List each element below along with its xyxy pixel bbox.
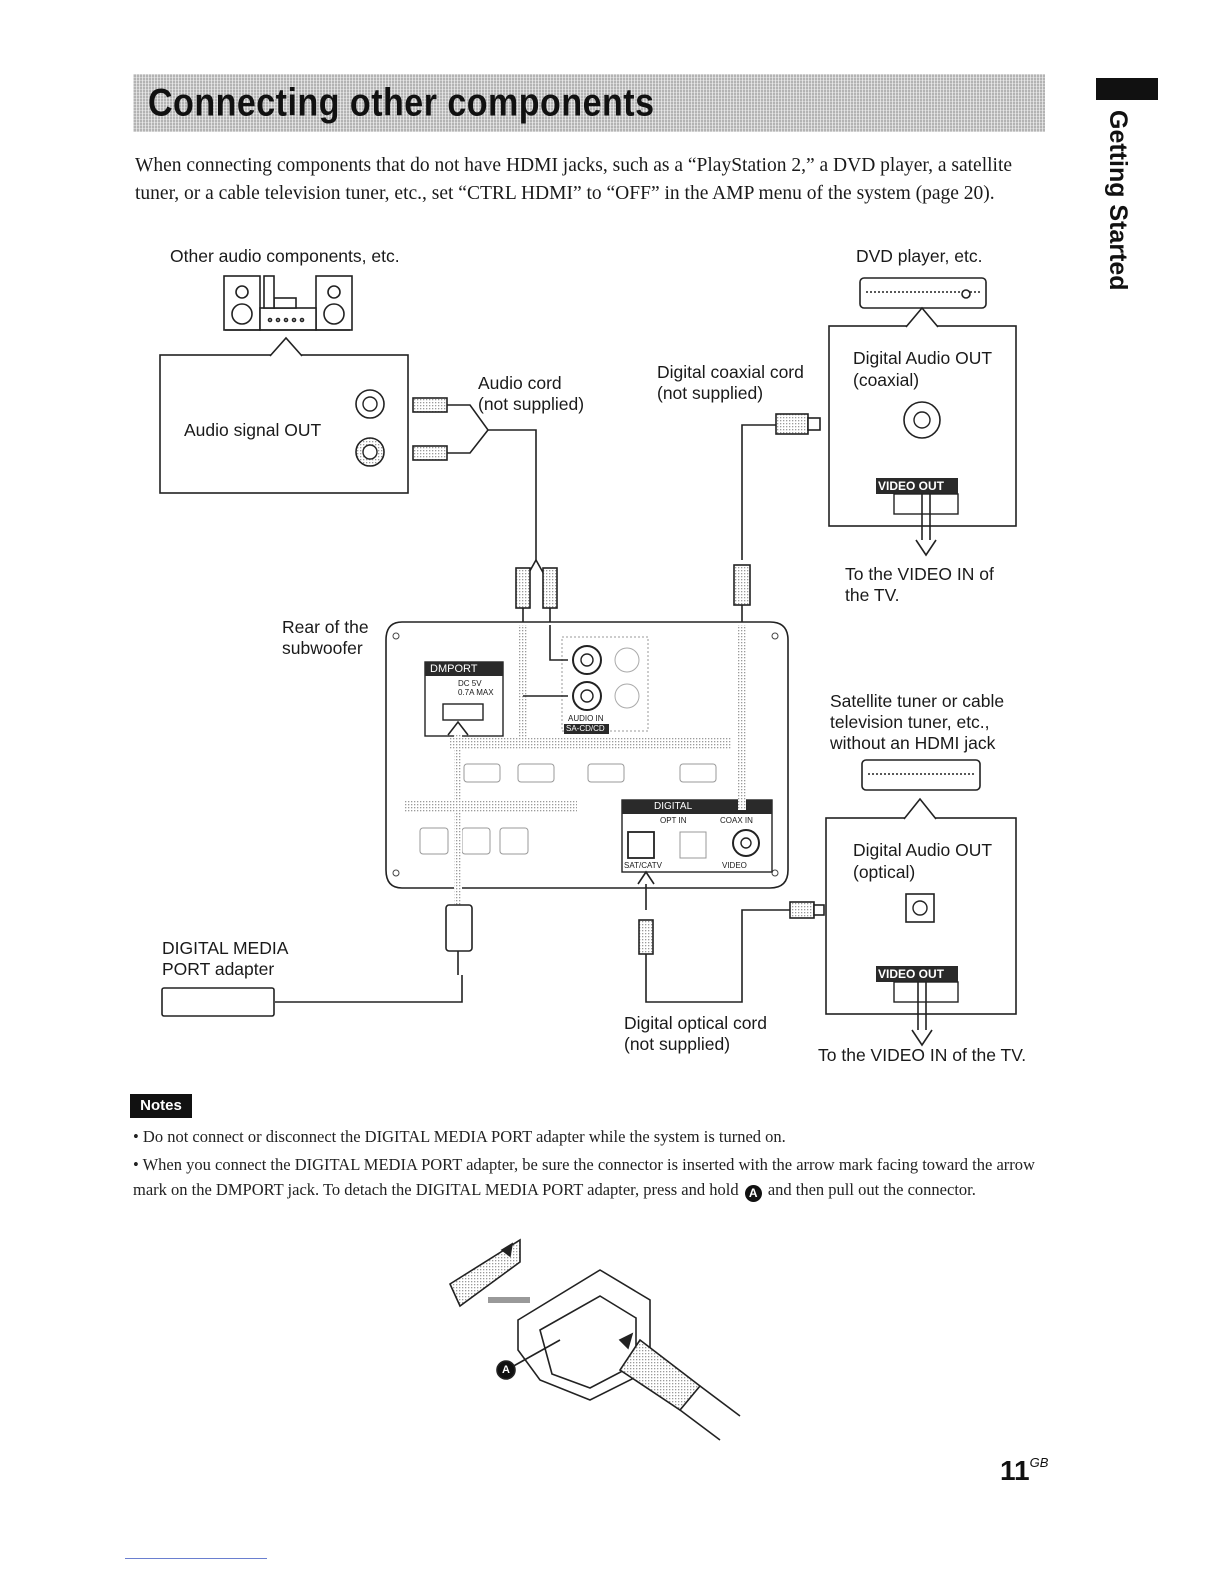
satellite-label-1: Satellite tuner or cable bbox=[830, 691, 1005, 711]
notes-badge: Notes bbox=[130, 1094, 192, 1118]
digital-audio-out-optical-label: Digital Audio OUT bbox=[853, 840, 993, 860]
sa-cd-label: SA-CD/CD bbox=[566, 724, 605, 733]
dmp-adapter-label-1: DIGITAL MEDIA bbox=[162, 938, 289, 958]
side-tab-label: Getting Started bbox=[1104, 110, 1132, 291]
optical-cord-label: Digital optical cord bbox=[624, 1013, 767, 1033]
coax-cord-note: (not supplied) bbox=[657, 383, 764, 403]
audio-cord-note: (not supplied) bbox=[478, 394, 585, 414]
satellite-label-3: without an HDMI jack bbox=[830, 733, 996, 753]
note-item-2: • When you connect the DIGITAL MEDIA POR… bbox=[133, 1152, 1043, 1202]
video-out-badge-2: VIDEO OUT bbox=[878, 967, 945, 981]
audio-cord bbox=[412, 397, 558, 625]
coaxial-cord bbox=[733, 413, 821, 625]
optical-cord-note: (not supplied) bbox=[624, 1034, 731, 1054]
video-label: VIDEO bbox=[722, 861, 747, 870]
rear-label-1: Rear of the bbox=[282, 617, 369, 637]
dmport-spec-1: DC 5V bbox=[458, 679, 482, 688]
dvd-player-label: DVD player, etc. bbox=[856, 246, 983, 266]
coax-cord-label: Digital coaxial cord bbox=[657, 362, 804, 382]
page-number: 11GB bbox=[1000, 1455, 1048, 1487]
connector-detail-illustration bbox=[448, 1238, 741, 1441]
page-title: Connecting other components bbox=[148, 81, 655, 125]
dmp-adapter-label-2: PORT adapter bbox=[162, 959, 275, 979]
to-video-in-1a: To the VIDEO IN of bbox=[845, 564, 994, 584]
tuner-output-box bbox=[825, 797, 1017, 1047]
audio-cord-label: Audio cord bbox=[478, 373, 562, 393]
video-out-badge-1: VIDEO OUT bbox=[878, 479, 945, 493]
dvd-player-icon bbox=[859, 277, 987, 309]
rear-label-2: subwoofer bbox=[282, 638, 363, 658]
subwoofer-rear-panel bbox=[385, 621, 789, 889]
coaxial-label: (coaxial) bbox=[853, 370, 920, 390]
page-suffix: GB bbox=[1029, 1455, 1049, 1470]
audio-in-label: AUDIO IN bbox=[568, 714, 604, 723]
dmp-adapter bbox=[161, 904, 473, 1017]
stereo-system-icon bbox=[223, 275, 353, 331]
sat-catv-label: SAT/CATV bbox=[624, 861, 662, 870]
title-banner bbox=[133, 74, 1045, 132]
callout-a-label: A bbox=[502, 1364, 510, 1376]
page-number-value: 11 bbox=[1000, 1455, 1030, 1486]
optical-label: (optical) bbox=[853, 862, 916, 882]
note-item-1: • Do not connect or disconnect the DIGIT… bbox=[133, 1127, 786, 1146]
intro-paragraph: When connecting components that do not h… bbox=[135, 155, 1013, 204]
optical-cord bbox=[638, 901, 825, 1003]
digital-audio-out-coax-label: Digital Audio OUT bbox=[853, 348, 993, 368]
digital-badge: DIGITAL bbox=[654, 801, 693, 812]
audio-signal-out-label: Audio signal OUT bbox=[184, 420, 322, 440]
marker-a-icon: A bbox=[744, 1185, 762, 1202]
to-video-in-2: To the VIDEO IN of the TV. bbox=[818, 1045, 1027, 1065]
audio-signal-box bbox=[159, 336, 409, 494]
dmport-spec-2: 0.7A MAX bbox=[458, 688, 494, 697]
dmport-jack-label: DMPORT bbox=[430, 663, 478, 675]
section-marker bbox=[1096, 78, 1158, 100]
satellite-label-2: television tuner, etc., bbox=[830, 712, 990, 732]
dvd-output-box bbox=[828, 306, 1017, 557]
satellite-tuner-icon bbox=[861, 759, 981, 791]
note-item-2-text: • When you connect the DIGITAL MEDIA POR… bbox=[133, 1155, 1035, 1199]
coax-in-label: COAX IN bbox=[720, 816, 753, 825]
to-video-in-1b: the TV. bbox=[845, 585, 900, 605]
panel-cables bbox=[447, 625, 746, 910]
footer-rule bbox=[125, 1558, 267, 1559]
opt-in-label: OPT IN bbox=[660, 816, 687, 825]
other-audio-label: Other audio components, etc. bbox=[170, 246, 400, 266]
note-item-2-text-end: and then pull out the connector. bbox=[767, 1180, 976, 1199]
